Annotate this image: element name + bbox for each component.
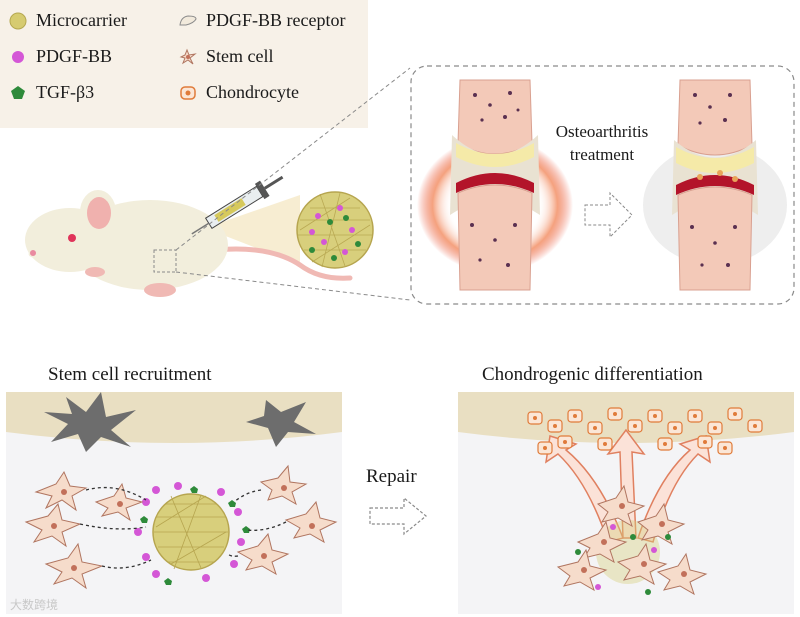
cartilage-defects	[44, 392, 316, 452]
migration-paths	[79, 486, 287, 569]
mouse-eye	[68, 234, 76, 242]
repair-arrow-icon	[369, 496, 427, 536]
legend-label: PDGF-BB receptor	[206, 10, 346, 30]
chondrogenic-differentiation-panel	[458, 392, 794, 614]
mouse-nose	[30, 250, 36, 256]
legend-label: Chondrocyte	[206, 82, 299, 102]
microcarrier-center	[152, 493, 230, 571]
inflamed-joint	[417, 79, 573, 291]
legend-item-pdgf: PDGF-BB	[8, 46, 112, 67]
stem-cell-icon	[179, 48, 197, 64]
knee-marker	[153, 249, 177, 273]
microcarrier-icon	[9, 12, 27, 29]
chondrocyte-icon	[180, 85, 196, 100]
legend-item-chondrocyte: Chondrocyte	[178, 82, 299, 103]
legend-label: PDGF-BB	[36, 46, 113, 66]
upper-bone	[457, 79, 533, 155]
pdgf-dots	[134, 482, 245, 582]
syringe	[191, 175, 284, 235]
watermark: 大数跨境	[10, 598, 59, 612]
legend-item-tgf: TGF-β3	[8, 82, 94, 103]
legend-label: Stem cell	[206, 46, 274, 66]
legend-item-stem-cell: Stem cell	[178, 46, 273, 67]
zoom-lines	[175, 67, 411, 301]
lower-bone	[457, 184, 533, 291]
cartilage-layer	[456, 143, 534, 167]
receptor-icon	[179, 14, 197, 25]
inset-label-line1: Osteoarthritis	[556, 122, 649, 141]
osteoarthritis-inset: Osteoarthritis treatment	[410, 65, 795, 305]
degraded-cartilage	[456, 173, 534, 193]
legend-label: TGF-β3	[36, 82, 95, 102]
treatment-arrow	[584, 191, 633, 239]
treated-joint	[643, 79, 787, 291]
legend-item-receptor: PDGF-BB receptor	[178, 10, 345, 31]
chondrocyte-cluster	[527, 407, 763, 455]
legend-label: Microcarrier	[36, 10, 127, 30]
repair-label: Repair	[366, 466, 417, 487]
tgf-pentagon-icon	[11, 85, 25, 99]
mouse-front-foot	[85, 267, 105, 277]
projection-cone	[205, 195, 300, 265]
tgf-markers	[140, 486, 250, 585]
right-panel-title: Chondrogenic differentiation	[482, 364, 703, 385]
differentiating-cell-cluster	[556, 484, 708, 596]
stem-cell-recruitment-panel	[6, 392, 342, 614]
inset-label-line2: treatment	[570, 145, 634, 164]
microcarrier-sphere	[296, 191, 374, 269]
mouse-hind-foot	[144, 283, 176, 297]
legend: Microcarrier PDGF-BB receptor PDGF-BB St…	[0, 0, 368, 128]
left-panel-title: Stem cell recruitment	[48, 364, 212, 385]
mouse-tail	[212, 246, 353, 281]
mouse-injection-illustration	[25, 175, 374, 297]
pdgf-dot-icon	[12, 50, 24, 63]
legend-item-microcarrier: Microcarrier	[8, 10, 127, 31]
